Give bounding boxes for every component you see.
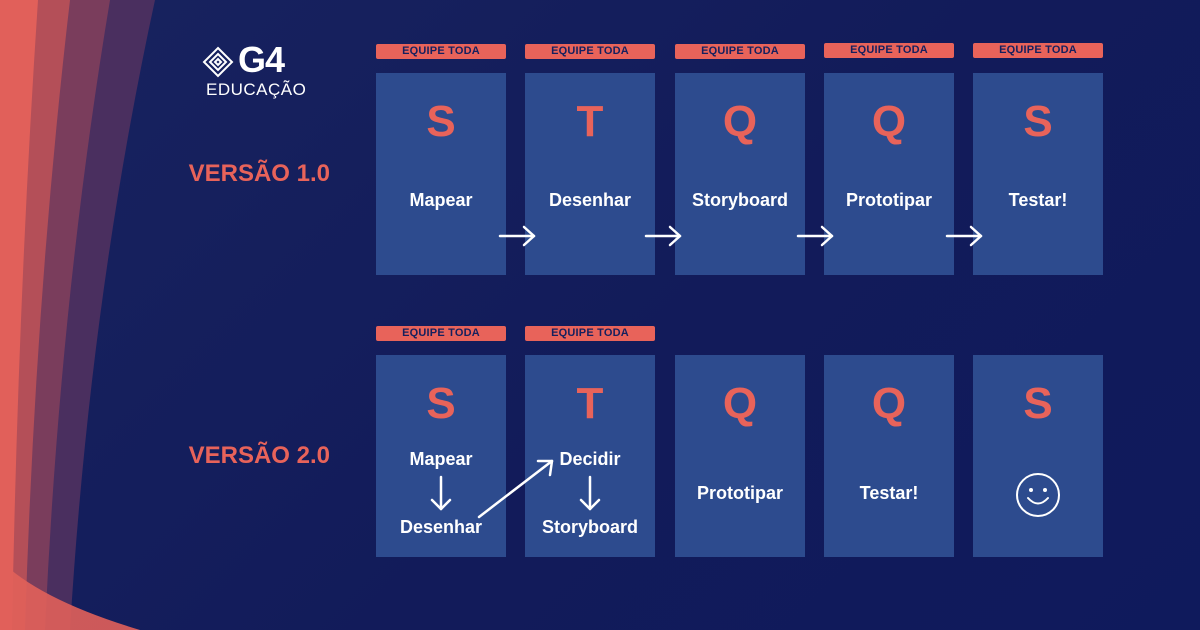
day-letter: Q [871,379,907,428]
step-label: Storyboard [691,190,788,210]
day-letter: S [1023,379,1053,428]
arrow-right-icon [644,225,682,247]
badge-team: EQUIPE TODA [525,326,655,341]
step-label: Desenhar [548,190,632,210]
day-card-thursday: Q Prototipar [824,73,954,275]
step-label: Prototipar [696,483,783,503]
day-letter: T [576,379,604,428]
day-card-monday: S Mapear Desenhar [376,355,506,557]
day-card-monday: S Mapear [376,73,506,275]
step-label: Storyboard [541,517,638,537]
step-label: Mapear [409,449,473,469]
day-letter: Q [871,97,907,146]
step-label: Desenhar [399,517,483,537]
version-2-label: VERSÃO 2.0 [188,442,330,469]
logo-wordmark: G4 [238,39,285,80]
badge-team: EQUIPE TODA [973,43,1103,58]
step-label: Prototipar [845,190,932,210]
logo-subtitle: EDUCAÇÃO [206,80,307,99]
day-card-wednesday: Q Prototipar [675,355,805,557]
badge-team: EQUIPE TODA [376,326,506,341]
day-letter: S [1023,97,1053,146]
arrow-right-icon [945,225,983,247]
arrow-right-icon [498,225,536,247]
day-card-friday: S [973,355,1103,557]
smiley-icon [1016,473,1060,517]
day-letter: S [426,97,456,146]
step-label: Testar! [1008,190,1068,210]
arrow-down-icon [430,475,452,511]
day-letter: Q [722,97,758,146]
step-label: Mapear [409,190,473,210]
badge-team: EQUIPE TODA [376,44,506,59]
badge-team: EQUIPE TODA [525,44,655,59]
day-card-tuesday: T Decidir Storyboard [525,355,655,557]
day-letter: Q [722,379,758,428]
version-1-label: VERSÃO 1.0 [188,160,330,187]
day-card-wednesday: Q Storyboard [675,73,805,275]
badge-team: EQUIPE TODA [824,43,954,58]
day-card-thursday: Q Testar! [824,355,954,557]
day-letter: S [426,379,456,428]
step-label: Decidir [559,449,621,469]
day-card-friday: S Testar! [973,73,1103,275]
step-label: Testar! [859,483,919,503]
arrow-diagonal-icon [477,459,554,519]
arrow-right-icon [796,225,834,247]
g4-logo: G4 EDUCAÇÃO [202,39,312,102]
badge-team: EQUIPE TODA [675,44,805,59]
arrow-down-icon [579,475,601,511]
day-letter: T [576,97,604,146]
day-card-tuesday: T Desenhar [525,73,655,275]
diamond-logo-icon [202,46,234,78]
